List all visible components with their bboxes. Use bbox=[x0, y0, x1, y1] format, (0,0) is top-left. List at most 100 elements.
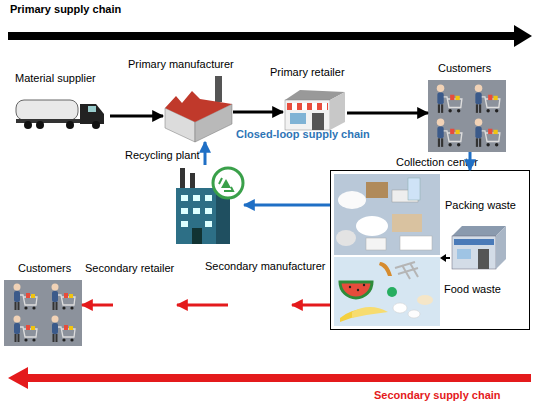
food-waste-photo bbox=[379, 262, 392, 276]
packing-shop-icon bbox=[452, 226, 506, 269]
store-icon bbox=[285, 90, 345, 130]
node-label: Material supplier bbox=[15, 72, 96, 85]
food-waste-photo bbox=[363, 284, 365, 286]
store-icon bbox=[312, 103, 317, 110]
chain-title: Primary supply chain bbox=[10, 3, 121, 16]
customers-icon bbox=[437, 119, 462, 147]
chain-title: Secondary supply chain bbox=[374, 389, 501, 402]
node-label: Food waste bbox=[444, 283, 501, 296]
node-label: Customers bbox=[438, 62, 491, 75]
packing-waste-photo bbox=[336, 230, 356, 246]
primary-chain-arrow bbox=[8, 25, 532, 47]
recycling-plant-icon bbox=[213, 168, 243, 198]
factory-icon bbox=[215, 76, 222, 102]
truck-icon bbox=[36, 121, 44, 129]
recycling-plant-icon bbox=[221, 179, 231, 188]
truck-icon bbox=[92, 121, 100, 129]
customers-node: Customers bbox=[4, 280, 82, 346]
customers-icon bbox=[475, 119, 500, 147]
node-label: Collection center bbox=[396, 156, 478, 169]
manufacturer-node: Secondary manufacturer bbox=[228, 274, 292, 330]
food-waste-photo bbox=[352, 307, 388, 318]
packing-waste-photo bbox=[400, 236, 432, 250]
waste-feed-arrow bbox=[440, 254, 450, 262]
recycling-plant-icon bbox=[219, 178, 222, 184]
recycling-plant-icon bbox=[181, 208, 188, 214]
recycling-plant-icon bbox=[205, 208, 212, 214]
node-label: Secondary manufacturer bbox=[205, 260, 325, 273]
primary-chain-arrow bbox=[8, 32, 516, 40]
food-waste-photo bbox=[334, 257, 440, 326]
retailer-node: Secondary retailer bbox=[113, 282, 177, 326]
node-label: Primary manufacturer bbox=[128, 58, 234, 71]
recycling-plant-icon bbox=[224, 187, 233, 191]
recycling-plant-icon bbox=[205, 221, 212, 227]
recycling-plant-icon bbox=[180, 168, 185, 190]
store-icon bbox=[287, 103, 328, 110]
food-waste-photo bbox=[340, 282, 372, 298]
recycling-plant-node: Recycling plant bbox=[172, 165, 244, 245]
packing-waste-photo bbox=[334, 174, 440, 255]
manufacturer-node: Primary manufacturer bbox=[163, 76, 233, 142]
flow-arrow bbox=[233, 111, 283, 114]
customers-icon bbox=[428, 80, 506, 152]
recycling-plant-icon bbox=[176, 188, 216, 244]
collection-center-box: Collection centerPacking wasteFood waste bbox=[330, 170, 530, 330]
packing-waste-node: Packing waste bbox=[451, 223, 507, 271]
recycling-plant-icon bbox=[176, 168, 243, 244]
customers-icon bbox=[475, 85, 500, 113]
store-icon bbox=[330, 92, 345, 130]
customers-node: Customers bbox=[428, 80, 506, 152]
food-waste-photo bbox=[395, 262, 418, 279]
node-label: Packing waste bbox=[445, 199, 516, 212]
secondary-chain-arrow bbox=[26, 374, 531, 382]
primary-chain-arrow bbox=[514, 25, 532, 47]
packing-waste-photo bbox=[392, 214, 422, 232]
customers-icon bbox=[52, 284, 76, 311]
waste-feed-arrow bbox=[440, 254, 446, 262]
truck-icon bbox=[16, 100, 78, 120]
packing-waste-photo bbox=[356, 216, 388, 236]
node-label: Customers bbox=[18, 262, 71, 275]
customers-icon bbox=[14, 284, 38, 311]
store-icon bbox=[302, 103, 307, 110]
customers-icon bbox=[52, 316, 76, 343]
truck-icon bbox=[66, 121, 74, 129]
food-waste-photo bbox=[393, 303, 407, 313]
packing-shop-icon bbox=[478, 249, 489, 269]
recycling-plant-icon bbox=[181, 195, 188, 201]
truck-icon bbox=[80, 104, 104, 124]
food-waste-photo bbox=[349, 286, 351, 288]
node-label: Primary retailer bbox=[270, 66, 345, 79]
store-icon bbox=[312, 113, 324, 130]
packing-waste-photo bbox=[366, 238, 386, 250]
retailer-node: Primary retailer bbox=[283, 86, 347, 132]
secondary-chain-arrow bbox=[8, 367, 531, 389]
truck-icon bbox=[24, 121, 32, 129]
customers-icon bbox=[428, 80, 506, 152]
store-icon bbox=[292, 103, 297, 110]
factory-icon bbox=[165, 76, 232, 142]
flow-arrow bbox=[244, 204, 330, 207]
customers-icon bbox=[4, 280, 82, 346]
packing-shop-icon bbox=[496, 226, 506, 269]
factory-icon bbox=[165, 91, 232, 122]
packing-waste-photo bbox=[334, 174, 440, 255]
flow-arrow bbox=[82, 304, 113, 307]
truck-icon bbox=[16, 100, 104, 129]
recycling-plant-icon bbox=[190, 173, 195, 190]
food-waste-photo bbox=[408, 310, 420, 318]
packing-shop-icon bbox=[457, 249, 471, 259]
packing-shop-icon bbox=[452, 236, 496, 269]
store-icon bbox=[322, 103, 327, 110]
recycling-plant-icon bbox=[181, 221, 188, 227]
flow-arrow bbox=[177, 304, 228, 307]
truck-icon bbox=[88, 106, 96, 112]
food-waste-photo bbox=[387, 287, 397, 297]
recycling-plant-icon bbox=[192, 228, 202, 244]
flow-arrow bbox=[110, 115, 163, 118]
food-waste-photo bbox=[334, 257, 440, 326]
